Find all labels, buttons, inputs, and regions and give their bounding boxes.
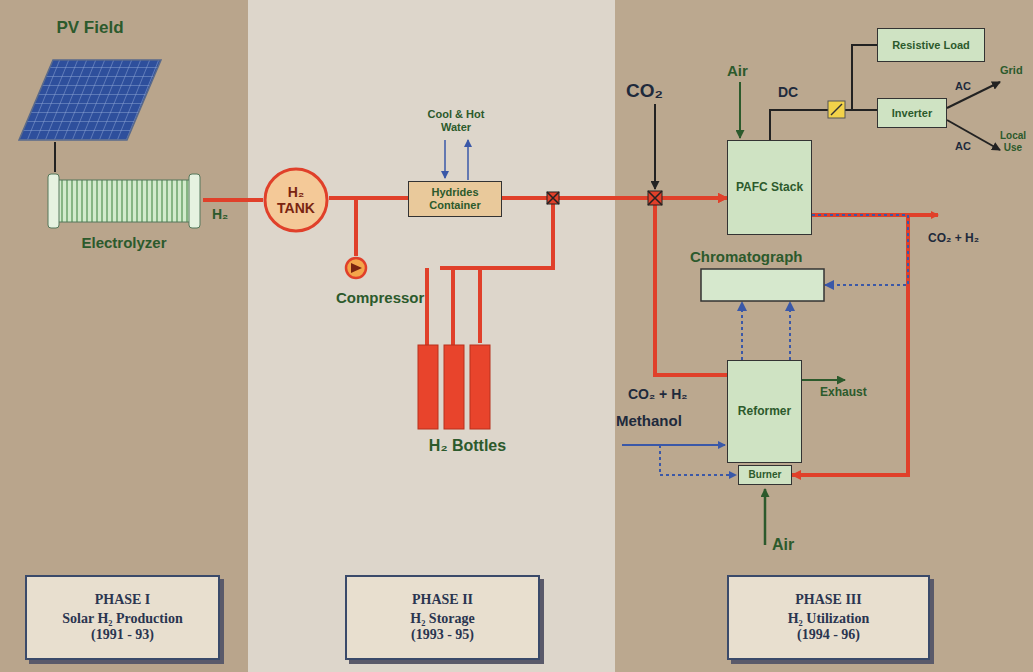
analyzer-outline xyxy=(700,268,825,302)
signal-connector xyxy=(789,302,791,360)
panel-heading: PV Field xyxy=(15,18,165,38)
flow-connector xyxy=(329,198,356,256)
label-text: CO₂ + H₂ xyxy=(928,232,979,246)
compressor-figure xyxy=(344,256,384,282)
flow-connector xyxy=(770,110,877,140)
process-box: Resistive Load xyxy=(877,28,985,62)
process-box: Hydrides Container xyxy=(408,181,502,217)
flow-connector xyxy=(770,45,877,140)
free-label: Air xyxy=(727,62,748,79)
node-text: H₂ Bottles xyxy=(405,437,530,455)
node-text: Chromatograph xyxy=(690,248,825,265)
solar-panel: PV Field xyxy=(15,18,165,142)
node-text: H₂ TANK xyxy=(270,184,322,216)
phase-box: PHASE II H₂ Storage(1993 - 95) xyxy=(345,575,540,660)
compressor-symbol: Compressor xyxy=(336,256,440,306)
tank-circle: H₂ TANK xyxy=(263,167,329,233)
flow-connector xyxy=(203,198,263,202)
gas-bottles: H₂ Bottles xyxy=(405,343,530,459)
label-text: Local Use xyxy=(996,130,1030,153)
phase-text: (1993 - 95) xyxy=(351,627,534,643)
signal-connector xyxy=(741,302,743,360)
panel-background xyxy=(248,0,615,672)
free-label: AC xyxy=(955,80,971,93)
phase-text: PHASE III xyxy=(733,592,924,608)
free-label: Methanol xyxy=(616,412,682,429)
solar-panel-figure xyxy=(15,58,165,142)
phase-text: H₂ Storage xyxy=(351,611,534,627)
free-label: AC xyxy=(955,140,971,153)
phase-text: H₂ Utilization xyxy=(733,611,924,627)
free-label: Grid xyxy=(1000,64,1023,77)
process-box: Burner xyxy=(738,465,792,485)
free-label: CO₂ + H₂ xyxy=(928,232,979,246)
node-text: Burner xyxy=(742,469,788,481)
label-text: Air xyxy=(727,62,748,79)
phase-text: PHASE I xyxy=(31,592,214,608)
node-text: Reformer xyxy=(731,405,798,419)
node-text: Electrolyzer xyxy=(45,234,203,251)
node-text: Hydrides Container xyxy=(412,186,498,211)
free-label: Local Use xyxy=(996,130,1030,153)
electrolyzer-figure xyxy=(45,172,203,230)
edge-label: DC xyxy=(778,84,798,100)
flow-connector xyxy=(54,142,56,172)
label-text: Grid xyxy=(1000,64,1023,77)
edge-label-text: H₂ xyxy=(212,206,228,222)
node-text: Compressor xyxy=(336,289,440,306)
phase-box: PHASE I Solar H₂ Production(1991 - 93) xyxy=(25,575,220,660)
process-box: Inverter xyxy=(877,98,947,128)
node-text: Resistive Load xyxy=(881,39,981,52)
analyzer-box: Chromatograph xyxy=(690,248,825,302)
label-text: Air xyxy=(772,536,794,554)
label-text: Methanol xyxy=(616,412,682,429)
phase-text: (1991 - 93) xyxy=(31,627,214,643)
process-box: Reformer xyxy=(727,360,802,463)
phase-text: Solar H₂ Production xyxy=(31,611,214,627)
flow-connector xyxy=(440,268,480,343)
node-text: Inverter xyxy=(881,107,943,120)
label-text: AC xyxy=(955,80,971,93)
label-text: AC xyxy=(955,140,971,153)
phase-text: PHASE II xyxy=(351,592,534,608)
edge-label-text: CO₂ + H₂ xyxy=(628,386,688,402)
label-text: Cool & Hot Water xyxy=(420,108,492,133)
free-label: Air xyxy=(772,536,794,554)
panel-background xyxy=(615,0,1033,672)
edge-label: H₂ xyxy=(212,206,228,222)
label-text: CO₂ xyxy=(626,80,663,102)
bottle-figures xyxy=(405,343,530,433)
edge-label: CO₂ + H₂ xyxy=(628,386,688,402)
label-text: Exhaust xyxy=(820,386,867,400)
process-box: PAFC Stack xyxy=(727,140,812,235)
signal-connector xyxy=(812,215,908,285)
edge-label-text: DC xyxy=(778,84,798,100)
flow-connector xyxy=(792,215,908,475)
electrolyzer-cylinder: Electrolyzer xyxy=(45,172,203,256)
phase-box: PHASE III H₂ Utilization(1994 - 96) xyxy=(727,575,930,660)
node-text: PAFC Stack xyxy=(731,181,808,195)
free-label: CO₂ xyxy=(626,80,663,102)
free-label: Exhaust xyxy=(820,386,867,400)
free-label: Cool & Hot Water xyxy=(420,108,492,133)
phase-text: (1994 - 96) xyxy=(733,627,924,643)
